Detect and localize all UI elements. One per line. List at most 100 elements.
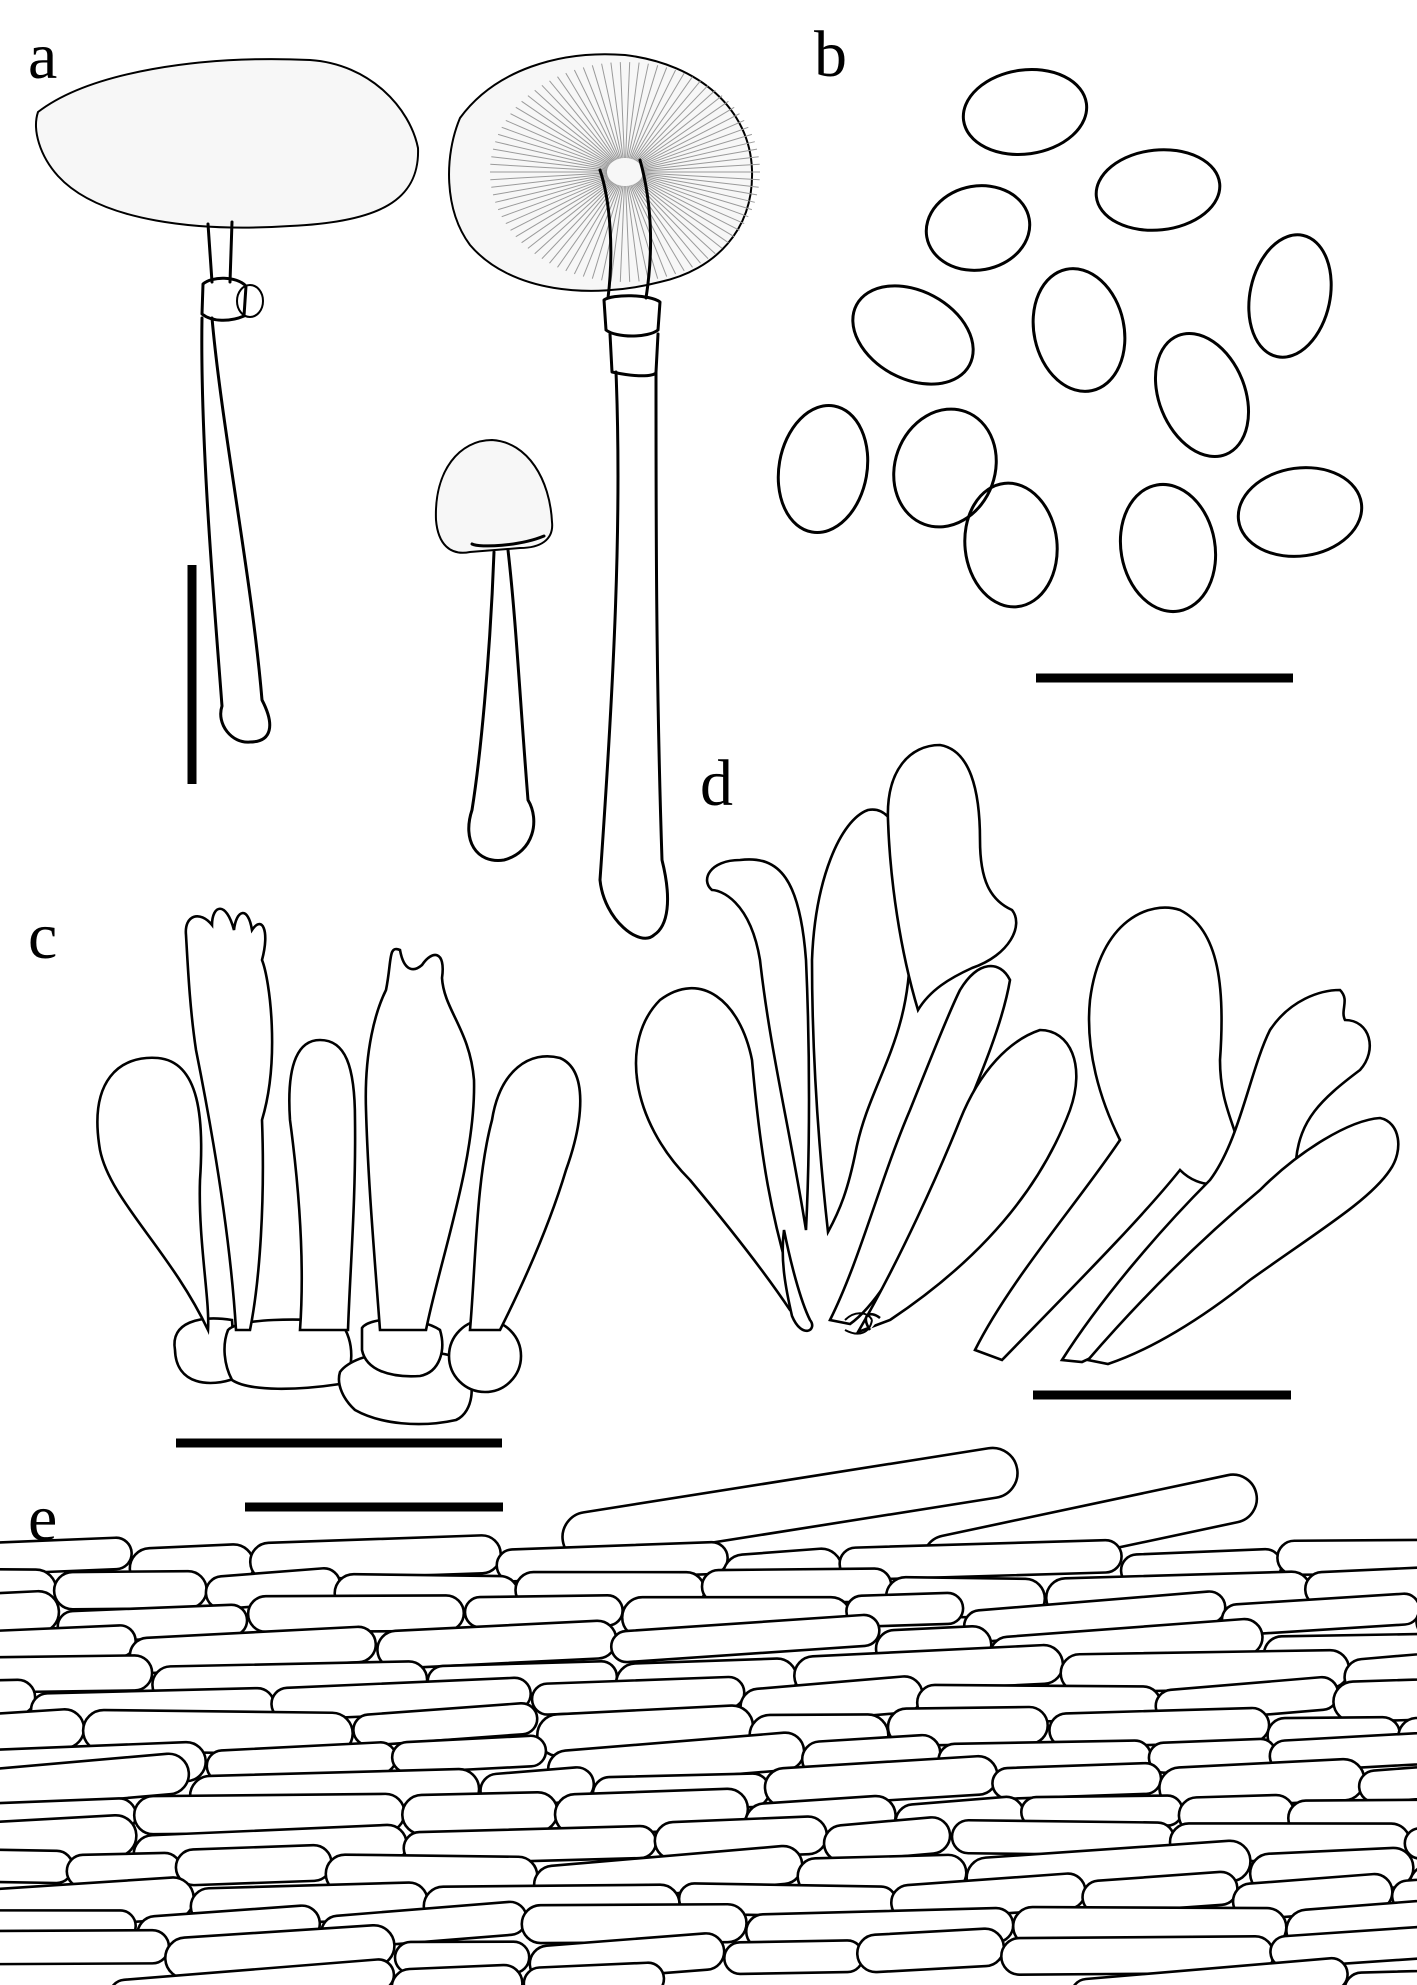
gill-line — [632, 72, 685, 160]
basidium-with-sterigmata — [184, 907, 274, 1332]
spore — [1236, 466, 1364, 558]
spore — [1031, 267, 1127, 393]
gill-line — [495, 141, 608, 169]
gill-line — [619, 62, 625, 159]
gill-line — [625, 185, 631, 282]
gill-line — [625, 62, 631, 159]
gill-line — [634, 80, 701, 161]
gill-line — [639, 179, 735, 238]
gill-line — [492, 174, 608, 196]
spore — [924, 184, 1032, 272]
cheilocystidium — [634, 987, 802, 1312]
hyphal-cell — [1390, 1870, 1417, 1913]
gill-line — [501, 177, 609, 218]
gill-line — [641, 126, 749, 167]
basidiole — [288, 1038, 357, 1332]
spore — [1247, 233, 1333, 359]
gill-line — [642, 141, 755, 169]
basidiole — [468, 1055, 582, 1332]
gill-line — [491, 156, 608, 171]
gill-line — [497, 133, 609, 168]
gill-line — [642, 163, 760, 172]
gill-line — [627, 63, 649, 159]
gill-line — [642, 148, 758, 170]
hyphal-cell — [855, 1927, 1006, 1974]
gill-line — [631, 184, 677, 275]
spore — [851, 284, 975, 386]
panel-d-cheilocystidia — [634, 743, 1400, 1400]
gill-line — [640, 178, 740, 231]
panel-label-d: d — [700, 747, 733, 820]
gill-line — [636, 182, 716, 255]
hyphal-cell — [174, 1843, 333, 1887]
gill-line — [541, 182, 615, 260]
gill-line — [637, 181, 723, 249]
gill-line — [510, 178, 610, 231]
gill-line — [510, 113, 610, 166]
gill-line — [619, 185, 625, 282]
hyphal-cell — [561, 1446, 1019, 1564]
gill-line — [501, 126, 609, 167]
hyphal-cell — [390, 1734, 548, 1774]
panel-a-basidiomata — [35, 53, 760, 940]
basidiole — [96, 1056, 210, 1336]
gill-line — [515, 106, 611, 165]
gill-line — [630, 67, 668, 159]
gill-line — [640, 113, 740, 166]
gill-line — [491, 173, 608, 188]
gill-line — [505, 178, 610, 225]
hyphal-cell — [1357, 1761, 1417, 1804]
gill-line — [515, 179, 611, 238]
cheilocystidium — [855, 1028, 1078, 1335]
gill-line — [632, 184, 685, 272]
gill-line — [573, 184, 619, 275]
hyphal-cell — [1343, 1966, 1417, 1985]
gill-line — [637, 95, 723, 163]
gill-line — [573, 69, 619, 160]
gill-line — [628, 65, 659, 159]
pileipellis-hyphae — [0, 1446, 1417, 1985]
panel-label-c: c — [28, 900, 57, 973]
gill-line — [638, 180, 729, 244]
panel-c-basidia — [96, 907, 582, 1448]
cheilocystidium — [1085, 1116, 1400, 1366]
gill-line — [582, 185, 620, 277]
gill-line — [640, 119, 745, 166]
hyphal-cell — [1269, 1925, 1417, 1969]
basidium-with-sterigmata — [364, 947, 476, 1332]
gill-line — [631, 69, 677, 160]
spore — [1153, 332, 1251, 458]
spore — [961, 68, 1089, 156]
hyphal-cell — [723, 1939, 865, 1976]
hyphal-cell — [522, 1961, 666, 1985]
gill-line — [591, 185, 622, 279]
gill-line — [601, 63, 623, 159]
panel-label-b: b — [814, 18, 847, 91]
hyphal-cell — [0, 1848, 74, 1885]
gill-line — [630, 185, 668, 277]
gill-line — [582, 67, 620, 159]
gill-line — [633, 183, 693, 268]
panel-label-a: a — [28, 20, 57, 93]
gill-line — [505, 119, 610, 166]
cheilocystidium — [973, 906, 1242, 1362]
gill-line — [610, 62, 624, 159]
gill-line — [527, 95, 613, 163]
hyphal-cell — [0, 1589, 61, 1640]
hyphal-cell — [0, 1928, 171, 1966]
gill-line — [641, 133, 753, 168]
gill-line — [490, 163, 608, 172]
gill-line — [521, 180, 612, 244]
hyphal-cell — [1403, 1827, 1417, 1861]
panel-b-basidiospores — [776, 68, 1364, 683]
gill-line — [497, 176, 609, 211]
gill-line — [641, 176, 753, 211]
gill-line — [627, 185, 649, 281]
cheilocystidium — [705, 858, 811, 1231]
hyphal-cell — [609, 1613, 881, 1664]
hyphal-cell — [0, 1678, 37, 1718]
gill-line — [634, 183, 701, 264]
gill-line — [642, 173, 759, 188]
gill-line — [541, 84, 615, 162]
